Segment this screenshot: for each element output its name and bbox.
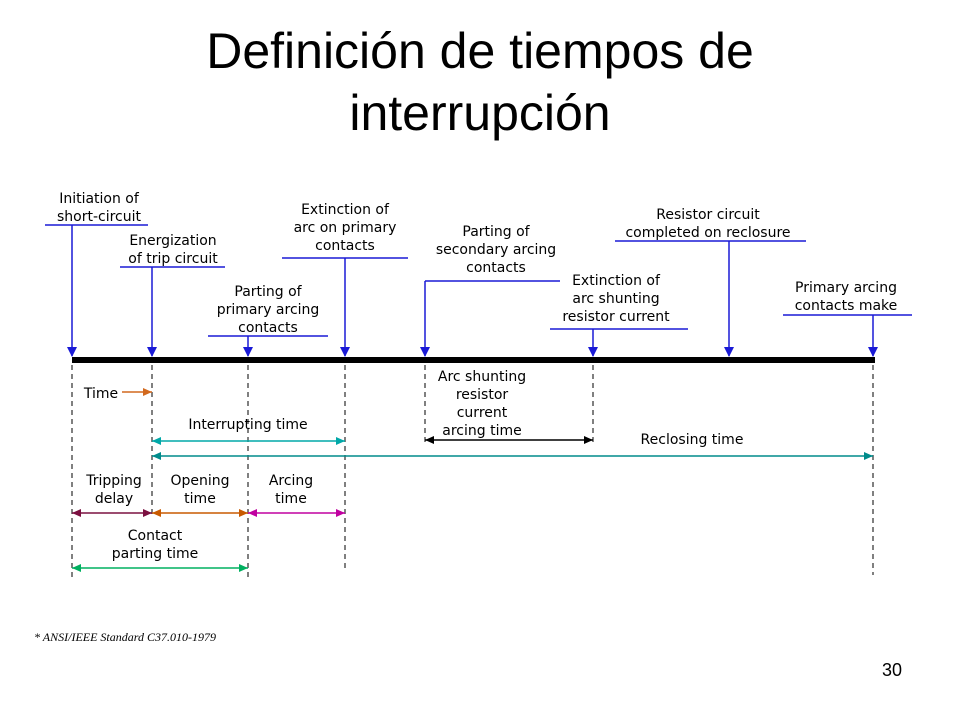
event-label-line: contacts bbox=[466, 260, 526, 276]
event-label-extinction-shunting: Extinction of arc shunting resistor curren… bbox=[562, 273, 670, 325]
event-marker-extinction-shunting bbox=[550, 328, 688, 357]
interval-label-tripping-delay: Tripping delay bbox=[85, 473, 142, 507]
contact-parting-arrow-head-start bbox=[72, 564, 81, 572]
event-label-line: Primary arcing bbox=[795, 280, 897, 296]
arc-shunting-arrow-head-start bbox=[425, 436, 434, 444]
interval-label-reclosing-time: Reclosing time bbox=[641, 432, 744, 448]
interrupting-arrow-head-start bbox=[152, 437, 161, 445]
event-label-line: of trip circuit bbox=[128, 251, 218, 267]
slide-title: Definición de tiempos de interrupción bbox=[206, 23, 754, 141]
footnote: * ANSI/IEEE Standard C37.010-1979 bbox=[34, 630, 216, 644]
arcing-arrow-head-start bbox=[248, 509, 257, 517]
interval-label-line: Arc shunting bbox=[438, 369, 526, 385]
event-label-line: contacts bbox=[238, 320, 298, 336]
event-label-line: Parting of bbox=[234, 284, 302, 300]
event-label-line: contacts make bbox=[795, 298, 898, 314]
event-marker-primary-make bbox=[783, 314, 912, 357]
event-label-line: completed on reclosure bbox=[625, 225, 790, 241]
event-label-line: primary arcing bbox=[217, 302, 320, 318]
dashed-guides bbox=[71, 365, 874, 580]
interval-label-line: delay bbox=[95, 491, 133, 507]
event-label-line: arc on primary bbox=[294, 220, 397, 236]
event-label-resistor-completed: Resistor circuit completed on reclosure bbox=[625, 207, 790, 241]
event-label-line: resistor current bbox=[562, 309, 670, 325]
arc-shunting-arrow-head-end bbox=[584, 436, 593, 444]
interval-label-arcing-time: Arcing time bbox=[269, 473, 313, 507]
interval-label-line: Reclosing time bbox=[641, 432, 744, 448]
event-marker-parting-primary bbox=[208, 335, 328, 357]
event-label-primary-make: Primary arcing contacts make bbox=[795, 280, 898, 314]
event-label-line: Parting of bbox=[462, 224, 530, 240]
slide-number: 30 bbox=[881, 660, 902, 680]
event-label-line: secondary arcing bbox=[436, 242, 556, 258]
interval-label-line: arcing time bbox=[442, 423, 521, 439]
event-label-line: Extinction of bbox=[572, 273, 661, 289]
event-label-initiation: Initiation of short-circuit bbox=[57, 191, 142, 225]
interval-label-line: Interrupting time bbox=[188, 417, 307, 433]
contact-parting-arrow-head-end bbox=[239, 564, 248, 572]
event-label-extinction-primary: Extinction of arc on primary contacts bbox=[294, 202, 397, 254]
event-label-line: arc shunting bbox=[572, 291, 659, 307]
event-marker-extinction-primary bbox=[282, 257, 408, 357]
event-markers bbox=[45, 224, 912, 357]
interval-label-contact-parting-time: Contact parting time bbox=[112, 528, 198, 562]
event-label-parting-primary: Parting of primary arcing contacts bbox=[217, 284, 320, 336]
event-label-energization: Energization of trip circuit bbox=[128, 233, 218, 267]
tripping-arrow-head-start bbox=[72, 509, 81, 517]
interval-arrows bbox=[72, 388, 873, 572]
arcing-arrow-head-end bbox=[336, 509, 345, 517]
interval-label-line: Time bbox=[83, 386, 118, 402]
event-marker-resistor-completed bbox=[615, 240, 806, 357]
event-label-line: Energization bbox=[129, 233, 216, 249]
interval-label-line: current bbox=[457, 405, 508, 421]
interval-label-time: Time bbox=[83, 386, 118, 402]
event-label-line: Initiation of bbox=[59, 191, 140, 207]
interval-label-line: Tripping bbox=[85, 473, 142, 489]
interval-label-line: time bbox=[275, 491, 307, 507]
interval-label-line: Opening bbox=[170, 473, 229, 489]
reclosing-arrow-head-end bbox=[864, 452, 873, 460]
event-label-line: Resistor circuit bbox=[656, 207, 760, 223]
event-label-line: Extinction of bbox=[301, 202, 390, 218]
opening-arrow-head-start bbox=[152, 509, 161, 517]
event-label-parting-secondary: Parting of secondary arcing contacts bbox=[436, 224, 556, 276]
reclosing-arrow-head-start bbox=[152, 452, 161, 460]
event-marker-initiation bbox=[45, 224, 148, 357]
interval-label-line: resistor bbox=[456, 387, 509, 403]
interval-label-line: parting time bbox=[112, 546, 198, 562]
event-label-line: contacts bbox=[315, 238, 375, 254]
interval-label-line: time bbox=[184, 491, 216, 507]
interval-label-line: Arcing bbox=[269, 473, 313, 489]
event-marker-energization bbox=[120, 266, 225, 357]
time-arrow-head-end bbox=[143, 388, 152, 396]
tripping-arrow-head-end bbox=[143, 509, 152, 517]
interval-label-arc-shunting-time: Arc shunting resistor current arcing time bbox=[438, 369, 526, 439]
interval-label-interrupting-time: Interrupting time bbox=[188, 417, 307, 433]
interval-label-line: Contact bbox=[128, 528, 183, 544]
interrupting-arrow-head-end bbox=[336, 437, 345, 445]
event-label-line: short-circuit bbox=[57, 209, 142, 225]
event-marker-parting-secondary bbox=[420, 280, 560, 357]
interval-label-opening-time: Opening time bbox=[170, 473, 229, 507]
opening-arrow-head-end bbox=[239, 509, 248, 517]
